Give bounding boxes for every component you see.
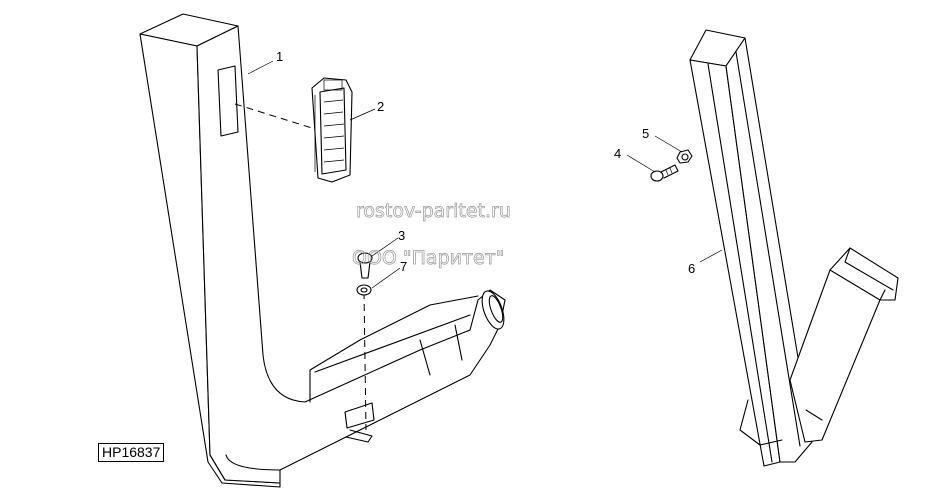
clip-part-3 [357,252,373,279]
vent-grille [311,77,353,183]
callout-5: 5 [642,126,649,141]
callout-2: 2 [377,99,384,114]
washer-part-7 [356,284,372,296]
watermark-company: ООО "Паритет" [352,247,505,269]
leader-lines [247,60,723,289]
watermark-url: rostov-paritet.ru [356,200,511,222]
callout-4: 4 [614,146,621,161]
watermark: rostov-paritet.ru ООО "Паритет" [352,200,512,270]
callout-labels: 1 2 3 4 5 6 7 [276,49,695,276]
left-air-duct [139,13,506,488]
callout-6: 6 [688,261,695,276]
right-air-duct [689,29,899,467]
figure-code-label: HP16837 [98,443,165,462]
nut-part-5 [676,149,693,164]
callout-1: 1 [276,49,283,64]
callout-3: 3 [398,228,405,243]
alignment-line [234,103,313,129]
callout-7: 7 [400,259,407,274]
bolt-part-4 [650,164,679,182]
